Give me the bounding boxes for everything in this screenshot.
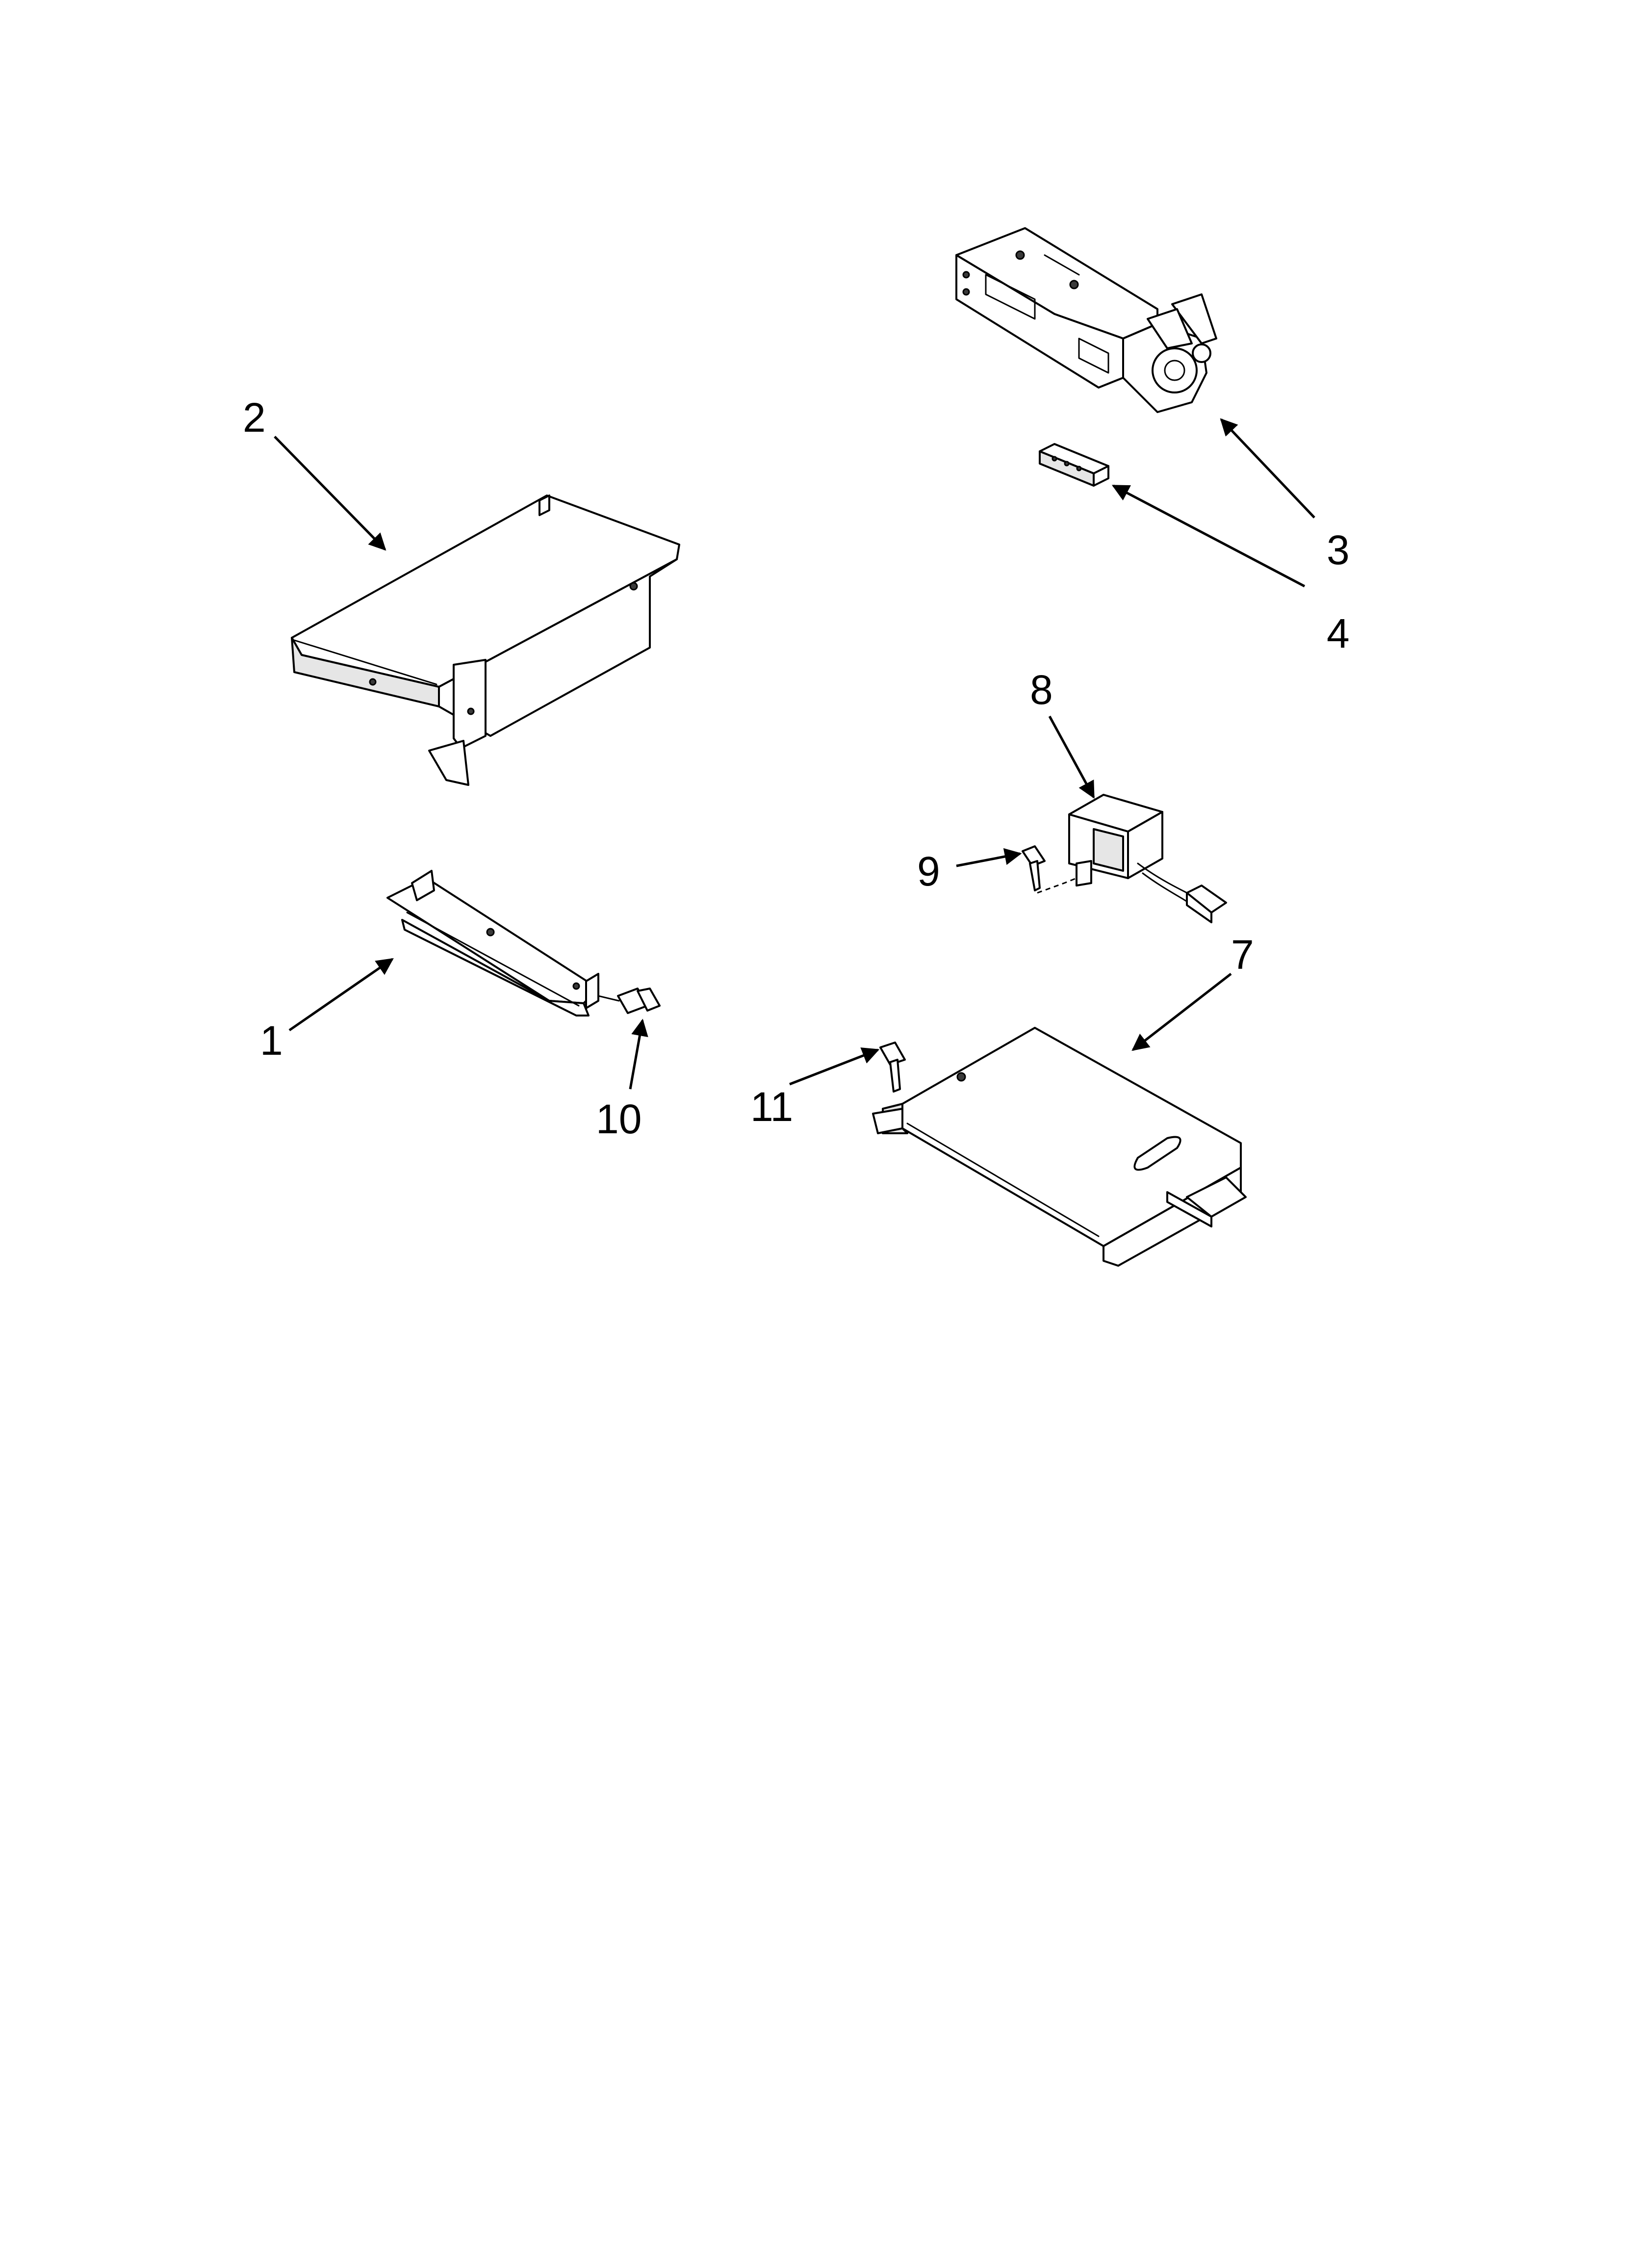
leader-1: [288, 958, 394, 1032]
part-10-screw: [597, 988, 661, 1014]
leader-9: [956, 848, 1022, 867]
part-11-screw: [879, 1042, 906, 1093]
callout-7: 7: [1231, 932, 1254, 978]
callout-11: 11: [750, 1084, 793, 1130]
callout-10: 10: [596, 1096, 641, 1142]
leader-7: [1131, 973, 1232, 1051]
callout-3: 3: [1327, 527, 1350, 573]
leader-3: [1220, 418, 1315, 519]
leader-4: [1111, 484, 1306, 588]
part-9-screw: [1022, 845, 1077, 894]
part-2-shelf-panel: [291, 495, 680, 786]
part-1-bracket: [386, 870, 599, 1017]
callout-1: 1: [260, 1017, 283, 1064]
part-7-cover-bracket: [872, 1027, 1247, 1267]
part-3-motor-assembly: [955, 227, 1217, 413]
callout-8: 8: [1030, 667, 1053, 713]
leader-10: [629, 1018, 648, 1090]
leader-2: [274, 436, 386, 551]
part-4-terminal-block: [1039, 443, 1109, 487]
callout-9: 9: [917, 848, 940, 894]
callout-4: 4: [1327, 610, 1350, 656]
leader-11: [789, 1047, 880, 1086]
leader-8: [1048, 715, 1095, 799]
part-8-transformer: [1068, 794, 1227, 923]
callout-2: 2: [243, 394, 266, 441]
